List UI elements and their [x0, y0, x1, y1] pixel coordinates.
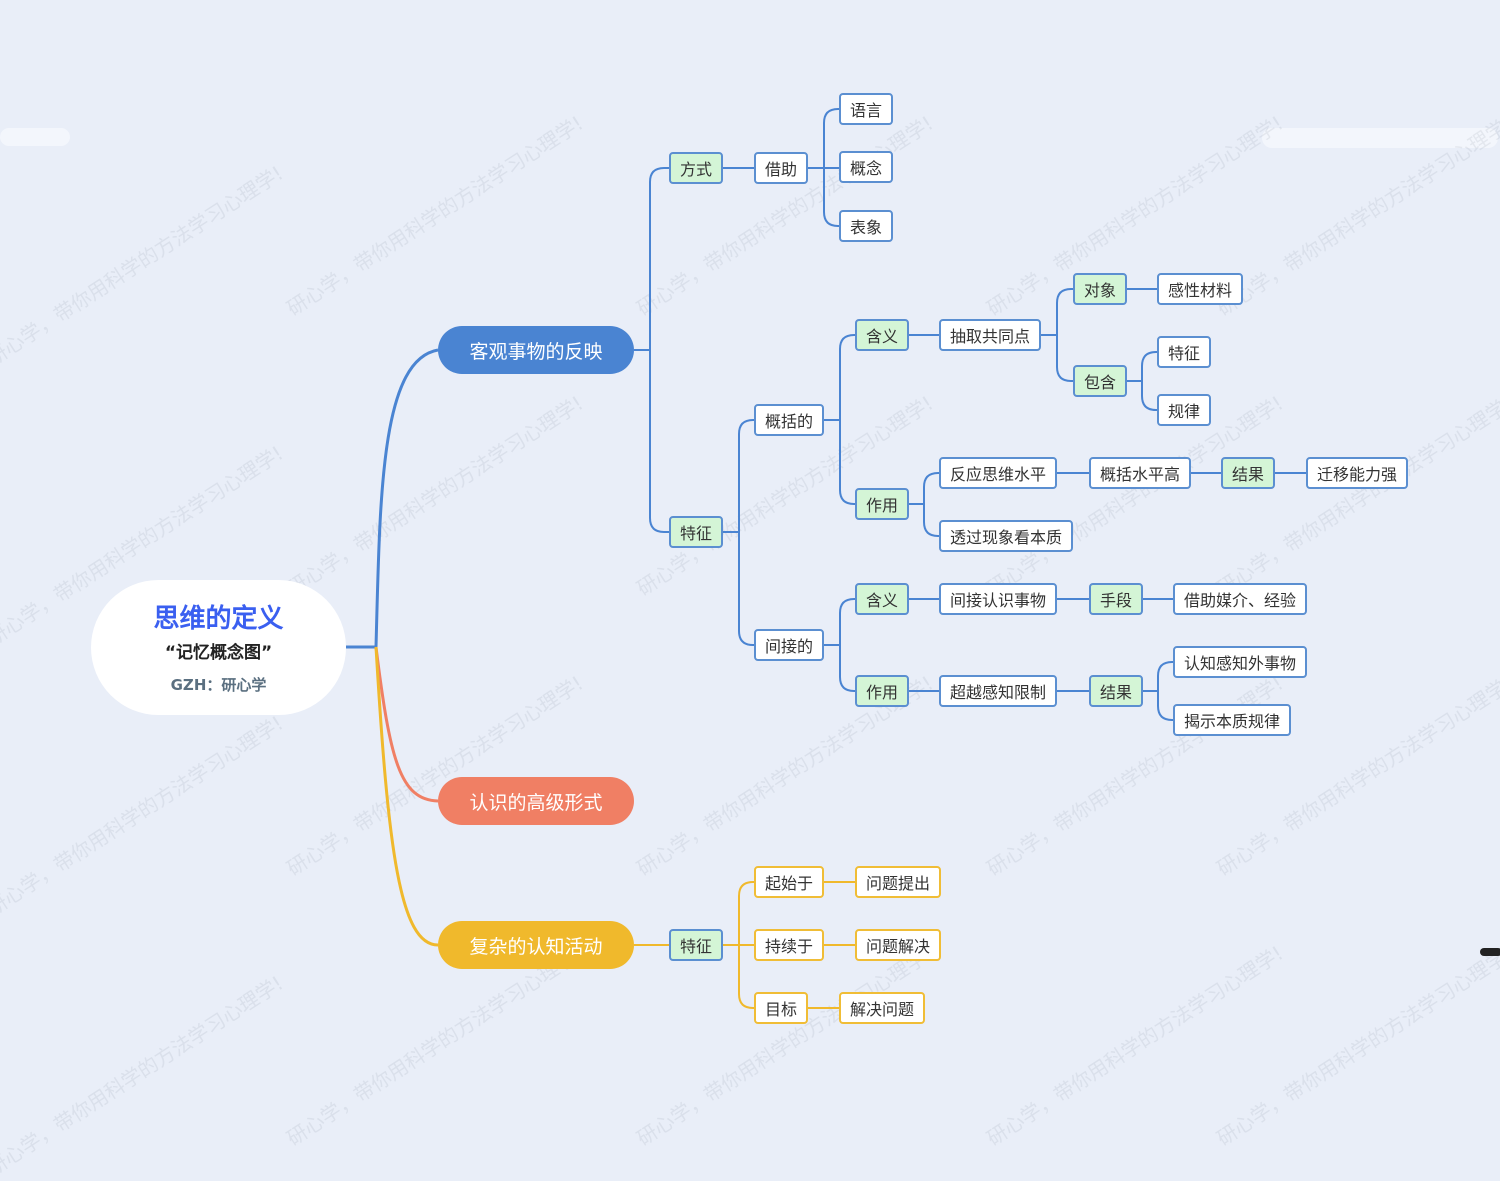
node-problem-solve[interactable]: 问题解决: [855, 929, 941, 961]
root-subtitle: “记忆概念图”: [164, 643, 273, 663]
node-problem-raise[interactable]: 问题提出: [855, 866, 941, 898]
branch-node-objective-reflection[interactable]: 客观事物的反映: [438, 326, 634, 374]
node-feature-leaf[interactable]: 特征: [1157, 336, 1211, 368]
connector-line: [374, 646, 439, 947]
connector-line: [1143, 661, 1173, 692]
node-result-2[interactable]: 结果: [1089, 675, 1143, 707]
node-beyond-perception[interactable]: 超越感知限制: [939, 675, 1057, 707]
node-function-1[interactable]: 作用: [855, 488, 909, 520]
connector-line: [1041, 334, 1073, 382]
node-perceptual-material[interactable]: 感性材料: [1157, 273, 1243, 305]
node-feature-3[interactable]: 特征: [669, 929, 723, 961]
node-strong-transfer[interactable]: 迁移能力强: [1306, 457, 1408, 489]
connector-line: [634, 349, 669, 533]
node-result-1[interactable]: 结果: [1221, 457, 1275, 489]
node-high-generalization[interactable]: 概括水平高: [1089, 457, 1191, 489]
connector-line: [824, 334, 855, 421]
node-object[interactable]: 对象: [1073, 273, 1127, 305]
node-meaning-2[interactable]: 含义: [855, 583, 909, 615]
cloud-decoration-left: [0, 128, 70, 146]
connector-line: [909, 472, 939, 505]
connector-line: [1143, 690, 1173, 721]
connector-line: [374, 646, 439, 803]
node-media-experience[interactable]: 借助媒介、经验: [1173, 583, 1307, 615]
node-include[interactable]: 包含: [1073, 365, 1127, 397]
mind-map-canvas: 研心学，带你用科学的方法学习心理学! 研心学，带你用科学的方法学习心理学! 研心…: [0, 93, 1500, 1181]
root-node[interactable]: 思维的定义 “记忆概念图” GZH：研心学: [91, 580, 346, 715]
node-law[interactable]: 规律: [1157, 394, 1211, 426]
connector-line: [723, 944, 754, 1009]
node-by-means[interactable]: 借助: [754, 152, 808, 184]
node-concept[interactable]: 概念: [839, 151, 893, 183]
connector-line: [909, 503, 939, 537]
connector-line: [634, 167, 669, 351]
connector-line: [374, 348, 439, 648]
node-language[interactable]: 语言: [839, 93, 893, 125]
connector-line: [723, 419, 754, 533]
node-continues-in[interactable]: 持续于: [754, 929, 824, 961]
node-indirect-cognition[interactable]: 间接认识事物: [939, 583, 1057, 615]
connector-line: [824, 419, 855, 505]
node-generalized[interactable]: 概括的: [754, 404, 824, 436]
node-feature[interactable]: 特征: [669, 516, 723, 548]
node-meaning-1[interactable]: 含义: [855, 319, 909, 351]
connector-line: [824, 598, 855, 646]
node-indirect[interactable]: 间接的: [754, 629, 824, 661]
root-author: GZH：研心学: [170, 676, 267, 694]
node-function-2[interactable]: 作用: [855, 675, 909, 707]
connector-line: [723, 881, 754, 946]
connector-line: [723, 531, 754, 646]
node-means[interactable]: 手段: [1089, 583, 1143, 615]
node-know-beyond[interactable]: 认知感知外事物: [1173, 646, 1307, 678]
node-representation[interactable]: 表象: [839, 210, 893, 242]
branch-node-advanced-cognition[interactable]: 认识的高级形式: [438, 777, 634, 825]
node-reflect-level[interactable]: 反应思维水平: [939, 457, 1057, 489]
root-title: 思维的定义: [153, 604, 284, 634]
node-see-essence[interactable]: 透过现象看本质: [939, 520, 1073, 552]
node-extract-common[interactable]: 抽取共同点: [939, 319, 1041, 351]
connector-line: [1041, 288, 1073, 336]
node-starts-with[interactable]: 起始于: [754, 866, 824, 898]
connector-line: [808, 167, 839, 227]
connector-lines: [346, 108, 1306, 1009]
node-goal[interactable]: 目标: [754, 992, 808, 1024]
connector-line: [1127, 380, 1157, 411]
connector-line: [824, 644, 855, 692]
connector-line: [808, 108, 839, 169]
branch-node-complex-activity[interactable]: 复杂的认知活动: [438, 921, 634, 969]
node-reveal-law[interactable]: 揭示本质规律: [1173, 704, 1291, 736]
node-method[interactable]: 方式: [669, 152, 723, 184]
node-solve-problem[interactable]: 解决问题: [839, 992, 925, 1024]
connector-line: [1127, 351, 1157, 382]
cloud-decoration-right: [1262, 128, 1498, 148]
scroll-handle[interactable]: [1480, 948, 1500, 956]
